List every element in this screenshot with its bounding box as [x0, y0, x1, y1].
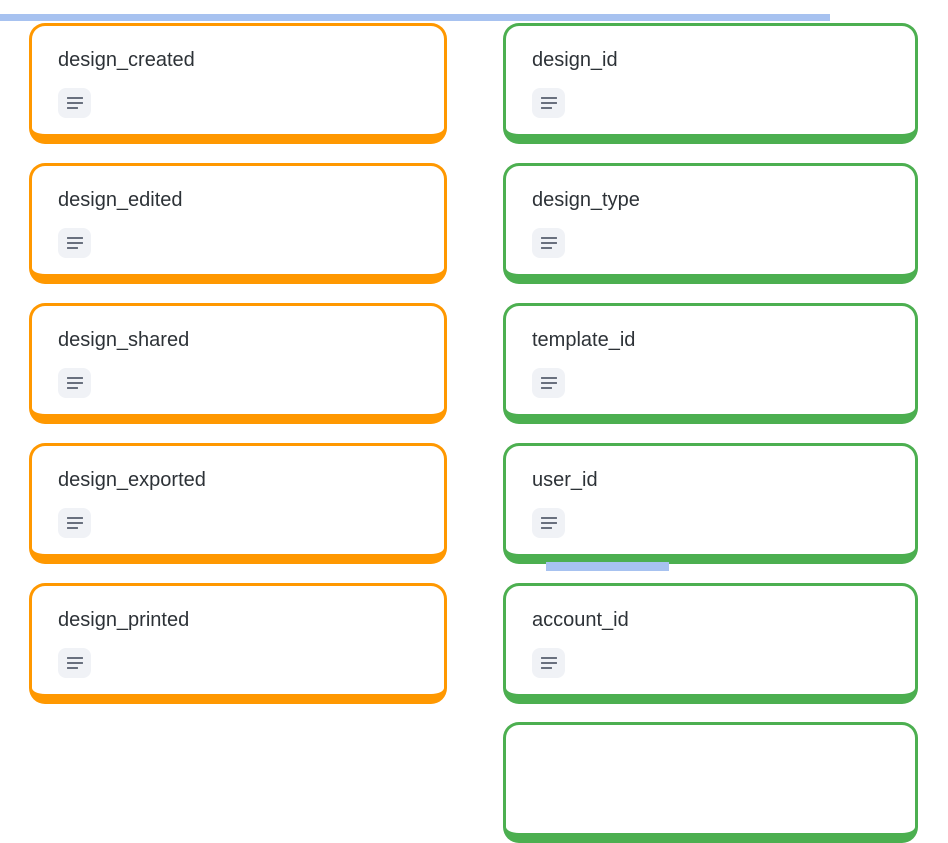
card-title: account_id: [532, 609, 629, 631]
card-title: design_type: [532, 189, 640, 211]
field-type-chip[interactable]: [58, 228, 91, 258]
property-card[interactable]: account_id: [503, 583, 918, 704]
property-card[interactable]: user_id: [503, 443, 918, 564]
property-card-partial[interactable]: [503, 722, 918, 843]
field-type-chip[interactable]: [58, 368, 91, 398]
property-card[interactable]: design_type: [503, 163, 918, 284]
card-title: design_printed: [58, 609, 190, 631]
align-left-icon: [66, 376, 83, 389]
event-card[interactable]: design_printed: [29, 583, 447, 704]
align-left-icon: [66, 516, 83, 529]
schema-canvas: design_created design_edited design_shar…: [0, 14, 918, 843]
card-title: user_id: [532, 469, 598, 491]
align-left-icon: [66, 96, 83, 109]
align-left-icon: [540, 656, 557, 669]
field-type-chip[interactable]: [532, 648, 565, 678]
card-title: design_created: [58, 49, 195, 71]
field-type-chip[interactable]: [532, 508, 565, 538]
field-type-chip[interactable]: [58, 88, 91, 118]
field-type-chip[interactable]: [532, 228, 565, 258]
event-card[interactable]: design_exported: [29, 443, 447, 564]
property-card[interactable]: template_id: [503, 303, 918, 424]
field-type-chip[interactable]: [532, 368, 565, 398]
align-left-icon: [66, 236, 83, 249]
card-title: design_shared: [58, 329, 190, 351]
field-type-chip[interactable]: [58, 508, 91, 538]
card-title: design_id: [532, 49, 618, 71]
align-left-icon: [540, 96, 557, 109]
selection-highlight-bar-small: [546, 562, 669, 571]
align-left-icon: [540, 516, 557, 529]
property-card[interactable]: design_id: [503, 23, 918, 144]
event-card[interactable]: design_edited: [29, 163, 447, 284]
card-title: design_edited: [58, 189, 183, 211]
field-type-chip[interactable]: [532, 88, 565, 118]
align-left-icon: [540, 236, 557, 249]
event-card[interactable]: design_created: [29, 23, 447, 144]
card-title: design_exported: [58, 469, 206, 491]
field-type-chip[interactable]: [58, 648, 91, 678]
event-card[interactable]: design_shared: [29, 303, 447, 424]
selection-highlight-bar-top: [0, 14, 830, 21]
card-title: template_id: [532, 329, 636, 351]
align-left-icon: [66, 656, 83, 669]
align-left-icon: [540, 376, 557, 389]
